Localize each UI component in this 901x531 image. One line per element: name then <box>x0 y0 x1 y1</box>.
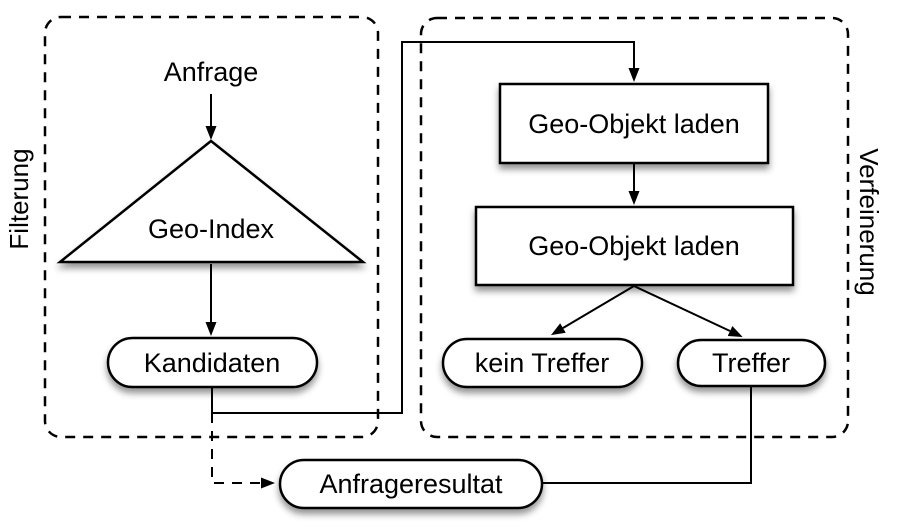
query-result-label: Anfrageresultat <box>319 469 503 499</box>
candidates-to-result-dashed-arrow <box>211 413 275 489</box>
geo-index-triangle <box>56 139 367 264</box>
candidates-node <box>106 336 319 389</box>
load-object-box-1 <box>498 82 770 165</box>
load-object-label-2: Geo-Objekt laden <box>528 231 740 261</box>
query-result-node <box>278 458 544 510</box>
refinement-section-label: Verfeinerung <box>854 148 884 295</box>
filtering-section-label: Filterung <box>4 148 34 249</box>
no-hit-label: kein Treffer <box>475 348 610 378</box>
load-object-box-2 <box>474 205 795 287</box>
load-object-label-1: Geo-Objekt laden <box>528 109 740 139</box>
candidates-label: Kandidaten <box>144 348 281 378</box>
load2-to-hit-arrow <box>633 285 743 337</box>
query-label: Anfrage <box>164 57 259 87</box>
load2-to-nohit-arrow <box>550 285 635 336</box>
geo-index-label: Geo-Index <box>148 214 275 244</box>
hit-node <box>676 338 827 388</box>
no-hit-node <box>441 337 644 389</box>
hit-label: Treffer <box>712 348 790 378</box>
candidates-to-load-connector <box>211 41 640 414</box>
refinement-section-box <box>419 16 850 439</box>
hit-to-result-connector <box>543 386 752 484</box>
